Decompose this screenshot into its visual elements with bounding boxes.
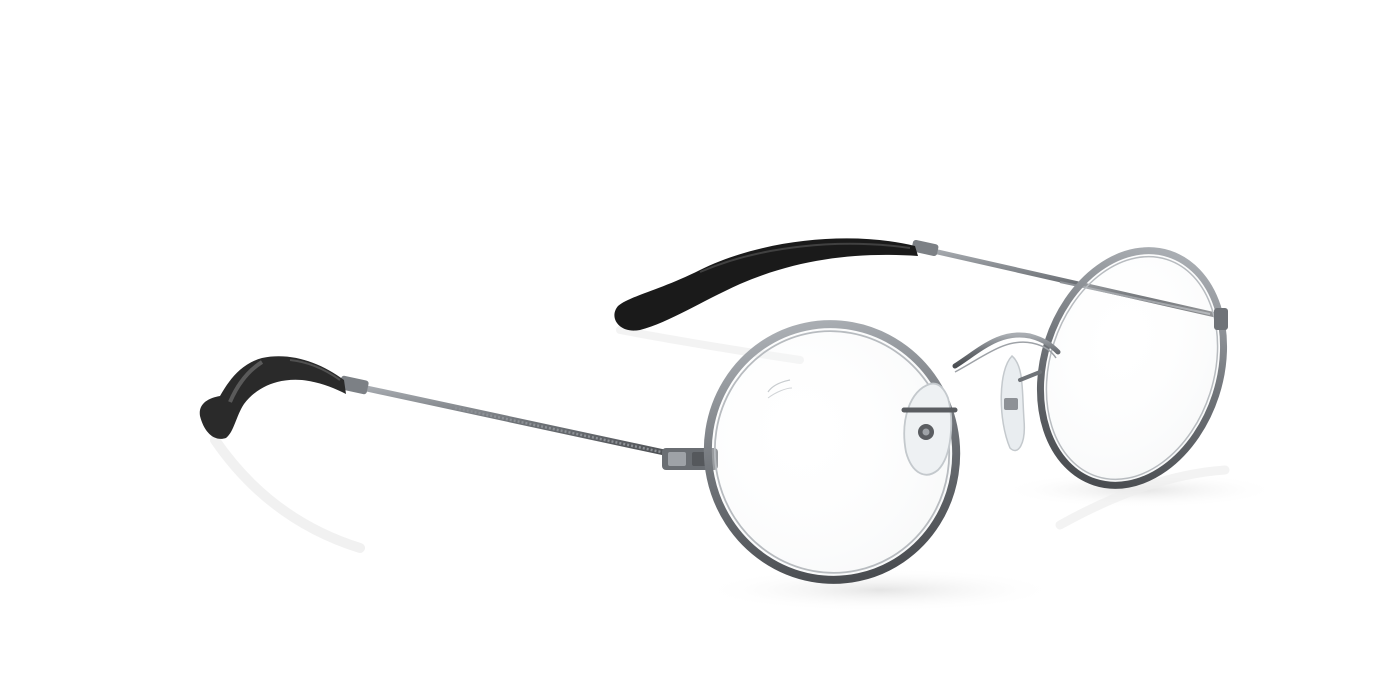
near-lens xyxy=(703,320,961,584)
far-temple-tip xyxy=(614,238,918,331)
near-temple-arm xyxy=(339,375,693,461)
far-nose-pad xyxy=(1000,354,1042,452)
far-lens xyxy=(1036,247,1228,489)
near-temple-tip xyxy=(199,356,346,439)
bridge xyxy=(952,332,1061,373)
near-nose-pad xyxy=(901,382,958,476)
